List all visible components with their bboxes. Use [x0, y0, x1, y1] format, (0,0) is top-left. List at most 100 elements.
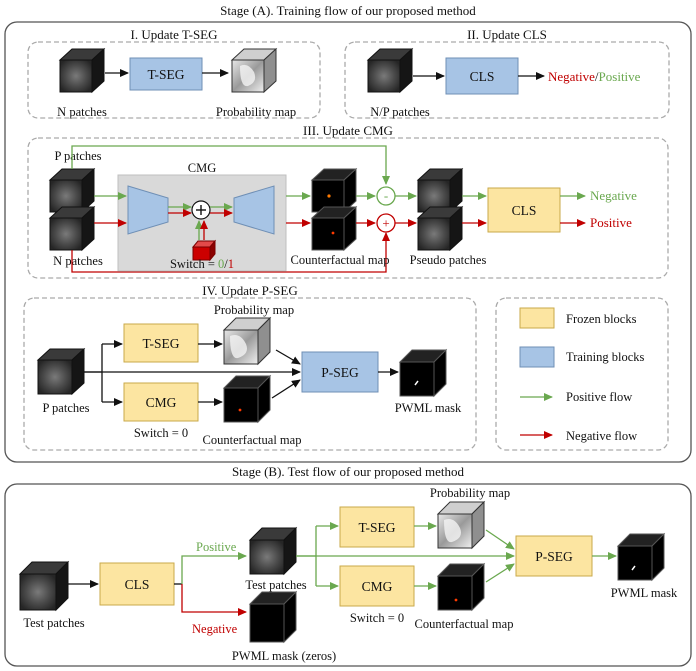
tseg-block — [129, 57, 203, 91]
switch-cube-icon — [191, 239, 217, 262]
counterfactual-cube-negative — [310, 205, 358, 252]
probability-map-label-3: Probability map — [430, 486, 510, 500]
section-1-title: I. Update T-SEG — [130, 27, 217, 42]
cls-training-block — [445, 57, 519, 95]
switch-label: Switch = 0/1 — [170, 257, 234, 271]
tseg-frozen-label: T-SEG — [142, 336, 179, 351]
slash-text: / — [595, 69, 599, 84]
tseg-frozen-block — [123, 323, 199, 363]
cls-block-label: CLS — [470, 69, 495, 84]
tseg-test-label: T-SEG — [358, 520, 395, 535]
cls-frozen-block — [487, 187, 561, 233]
positive-text: Positive — [599, 69, 641, 84]
switch-zero-label: Switch = 0 — [134, 426, 188, 440]
probability-map-cube-3 — [436, 500, 486, 550]
pseg-test-block — [515, 535, 593, 577]
probability-map-cube — [230, 47, 278, 94]
positive-output-label: Positive — [590, 215, 632, 230]
legend-frozen-swatch — [519, 307, 555, 329]
section-4-frame — [23, 297, 477, 451]
pwml-mask-label: PWML mask — [395, 401, 462, 415]
legend-frame — [495, 297, 669, 451]
cls-output-text: Negative/Positive — [548, 69, 641, 84]
probability-map-label-2: Probability map — [214, 303, 294, 317]
tseg-test-block — [339, 506, 415, 548]
arrow — [275, 349, 301, 365]
np-patches-cube — [366, 47, 414, 94]
tseg-block-label: T-SEG — [147, 67, 184, 82]
positive-branch-label: Positive — [196, 540, 237, 554]
p-patches-label: P patches — [54, 149, 101, 163]
pwml-mask-label-2: PWML mask — [611, 586, 678, 600]
negative-flow-bypass — [71, 232, 390, 273]
pseg-training-block — [301, 351, 379, 393]
legend-training-label: Training blocks — [566, 350, 644, 364]
probability-map-label: Probability map — [216, 105, 296, 119]
n-patches-label: N patches — [57, 105, 107, 119]
test-patches-label: Test patches — [23, 616, 84, 630]
cmg-test-block — [339, 565, 415, 607]
legend-negative-label: Negative flow — [566, 429, 637, 443]
counterfactual-cube-positive — [310, 167, 358, 214]
cmg-test-label: CMG — [362, 579, 393, 594]
test-patches-cube-2 — [248, 526, 298, 576]
pseudo-cube-positive — [416, 167, 464, 214]
section-2-frame — [344, 41, 670, 119]
legend-training-swatch — [519, 346, 555, 368]
section-3-title: III. Update CMG — [303, 123, 393, 138]
negative-branch-label: Negative — [192, 622, 238, 636]
legend-frozen-label: Frozen blocks — [566, 312, 637, 326]
counterfactual-cube-3 — [222, 374, 272, 424]
cmg-frozen-block — [123, 382, 199, 422]
n-patches-cube-2 — [48, 205, 96, 252]
decoder-shape — [233, 185, 275, 235]
cls-test-block — [99, 562, 175, 606]
stage-b-title: Stage (B). Test flow of our proposed met… — [232, 464, 465, 479]
pwml-zeros-label: PWML mask (zeros) — [232, 649, 336, 663]
stage-a-frame — [4, 21, 692, 463]
pwml-zeros-cube — [248, 590, 298, 644]
n-patches-cube — [58, 47, 106, 94]
p-patches-cube-2 — [36, 347, 86, 396]
positive-flow-bypass — [71, 145, 390, 185]
cmg-frozen-label: CMG — [146, 395, 177, 410]
n-patches-label-2: N patches — [53, 254, 103, 268]
legend-positive-label: Positive flow — [566, 390, 632, 404]
counterfactual-label-3: Counterfactual map — [415, 617, 514, 631]
section-3-frame — [27, 137, 669, 279]
counterfactual-cube-4 — [436, 562, 486, 612]
pwml-mask-cube-2 — [616, 532, 666, 582]
pseudo-patches-label: Pseudo patches — [410, 253, 487, 267]
pseg-test-label: P-SEG — [535, 549, 573, 564]
plus-sign: + — [382, 216, 389, 231]
test-patches-label-2: Test patches — [245, 578, 306, 592]
pseudo-cube-negative — [416, 205, 464, 252]
negative-branch — [181, 584, 247, 616]
pseg-block-label: P-SEG — [321, 365, 359, 380]
switch-zero-label-2: Switch = 0 — [350, 611, 404, 625]
section-2-title: II. Update CLS — [467, 27, 547, 42]
np-patches-label: N/P patches — [370, 105, 430, 119]
pwml-mask-cube — [398, 348, 448, 398]
positive-branch — [181, 552, 247, 584]
counterfactual-label: Counterfactual map — [291, 253, 390, 267]
arrow — [485, 529, 515, 550]
counterfactual-label-2: Counterfactual map — [203, 433, 302, 447]
test-patches-cube — [18, 560, 70, 612]
cls-frozen-label: CLS — [512, 203, 537, 218]
p-patches-label-2: P patches — [42, 401, 89, 415]
probability-map-cube-2 — [222, 316, 272, 366]
cmg-label: CMG — [188, 161, 216, 175]
section-1-frame — [27, 41, 321, 119]
negative-text: Negative — [548, 69, 595, 84]
cls-test-label: CLS — [125, 577, 150, 592]
arrow — [485, 563, 515, 583]
arrow — [271, 379, 301, 399]
stage-a-title: Stage (A). Training flow of our proposed… — [220, 3, 476, 18]
p-patches-cube — [48, 167, 96, 214]
stage-b-frame — [4, 483, 692, 667]
minus-sign: - — [384, 188, 388, 203]
encoder-shape — [127, 185, 169, 235]
negative-output-label: Negative — [590, 188, 637, 203]
